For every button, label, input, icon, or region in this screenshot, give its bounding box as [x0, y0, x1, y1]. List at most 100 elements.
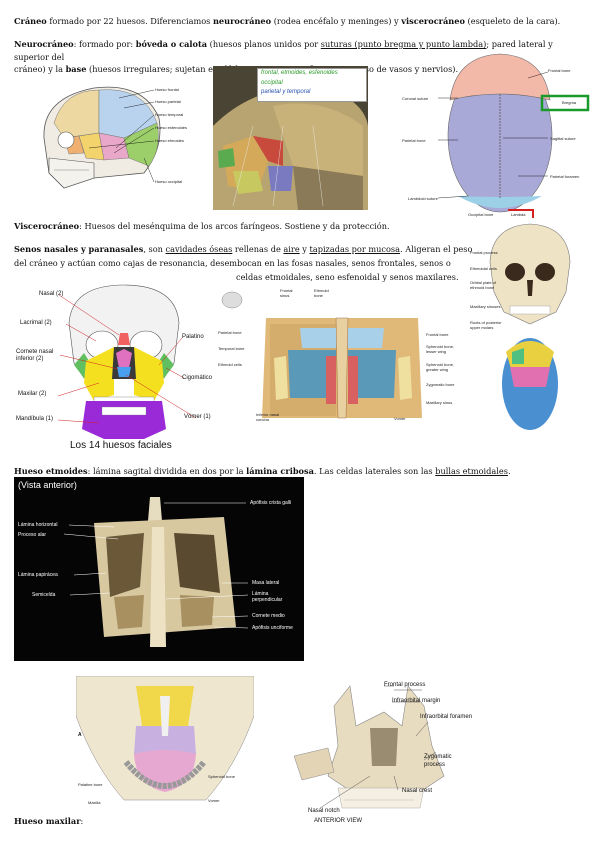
label-bregma: Bregma	[562, 100, 577, 105]
ethmoid-photo-figure: (Vista anterior) Apófisis crista galli L…	[14, 477, 304, 661]
term-craneo: Cráneo	[14, 16, 47, 26]
label-cornete: Cornete nasal inferior (2)	[16, 349, 54, 362]
text: : lámina sagital dividida en dos por la	[87, 466, 247, 476]
label-nasal-notch: Nasal notch	[308, 808, 340, 814]
label-temporal-bone: Temporal bone	[218, 346, 245, 351]
label-occipital: Hueso occipital	[155, 179, 183, 184]
etmoides-paragraph: Hueso etmoides: lámina sagital dividida …	[14, 465, 584, 478]
text: formado por 22 huesos. Diferenciamos	[46, 16, 213, 26]
underlined-text: bullas etmoidales	[435, 466, 508, 476]
text: :	[80, 816, 84, 826]
sinus-skull-illustration	[489, 223, 571, 430]
label-sphenoid-lesser: Sphenoid bone, lesser wing	[426, 344, 455, 354]
label-lambdoid-suture: Lambdoid suture	[408, 196, 438, 201]
label-orbital-plate: Orbital plate of ethmoid bone	[470, 280, 497, 290]
palate-illustration	[76, 676, 254, 801]
sinus-skull-figures: Frontal process Ethmoidal cells Orbital …	[470, 222, 590, 434]
senos-line-3: celdas etmoidales, seno esfenoidal y sen…	[236, 272, 459, 282]
text: (rodea encéfalo y meninges) y	[271, 16, 402, 26]
lambda-highlight-box	[508, 209, 534, 218]
label-sphenoid-greater: Sphenoid bone, greater wing	[426, 362, 455, 372]
bregma-highlight-box	[540, 94, 590, 112]
label-zygomatic-process: Zygomatic process	[424, 754, 452, 768]
label-maxillary-sinuses: Maxillary sinuses	[470, 304, 501, 309]
term: Hueso etmoides	[14, 466, 88, 476]
text: cráneo) y la	[14, 64, 66, 74]
viscerocraneo-paragraph: Viscerocráneo: Huesos del mesénquima de …	[14, 220, 584, 233]
label-zygomatic-bone: Zygomatic bone	[426, 382, 455, 387]
label-masa-lateral: Masa lateral	[252, 580, 280, 586]
label-vomer: Vomer	[208, 798, 220, 803]
label-frontal: Hueso frontal	[155, 87, 179, 92]
label-frontal-process: Frontal process	[470, 250, 498, 255]
label-frontal-bone: Frontal bone	[548, 68, 571, 73]
label-semicelda: Semicelda	[32, 592, 56, 598]
facial-bones-illustration	[57, 284, 197, 439]
skull-top-figure: Frontal bone Coronal suture Bregma Parie…	[398, 48, 593, 220]
text: : Huesos del mesénquima de los arcos far…	[79, 221, 390, 231]
term: lámina cribosa	[246, 466, 314, 476]
sinuses-coronal-figure: Frontal sinus Ethmoid bone Parietal bone…	[218, 288, 468, 428]
label-etmoides: Hueso etmoides	[155, 138, 184, 143]
label-frontal-sinus: Frontal sinus	[280, 288, 293, 298]
senos-paragraph: Senos nasales y paranasales, son cavidad…	[14, 243, 474, 256]
label-lamina-horizontal: Lámina horizontal	[18, 522, 58, 528]
label-lamina-perpendicular: Lámina perpendicular	[252, 591, 283, 603]
label-ethmoid-bone: Ethmoid bone	[314, 288, 329, 298]
label-frontal-bone: Frontal bone	[426, 332, 449, 337]
term: Viscerocráneo	[14, 221, 80, 231]
label-molar-roots: Roots of posterior upper molars	[470, 320, 502, 330]
figure-letter-a: A	[78, 732, 82, 738]
label-parietal-bone: Parietal bone	[218, 330, 242, 335]
label-esfenoides: Hueso esfenoides	[155, 125, 188, 130]
label-cornete-medio: Cornete medio	[252, 613, 285, 619]
sinuses-coronal-illustration	[221, 291, 422, 419]
maxilla-caption: ANTERIOR VIEW	[314, 818, 363, 824]
intro-paragraph: Cráneo formado por 22 huesos. Diferencia…	[14, 15, 584, 28]
ethmoid-photo-title: (Vista anterior)	[18, 480, 77, 490]
text: : formado por:	[73, 39, 136, 49]
label-maxilla: Maxilla	[88, 800, 101, 805]
text: .	[507, 466, 511, 476]
text: (huesos planos unidos por	[207, 39, 321, 49]
text: y	[299, 244, 310, 254]
term: bóveda o calota	[135, 39, 208, 49]
label-infraorbital-foramen: Infraorbital foramen	[420, 714, 473, 720]
label-coronal-suture: Coronal suture	[402, 96, 429, 101]
label-frontal-process: Frontal process	[384, 682, 426, 688]
term: Hueso maxilar	[14, 816, 81, 826]
label-mandibula: Mandíbula (1)	[16, 416, 54, 422]
label-maxilar: Maxilar (2)	[18, 391, 47, 397]
label-cigomatico: Cigomático	[182, 375, 213, 381]
term: base	[65, 64, 87, 74]
text: ; pared lateral y superior del	[14, 39, 553, 62]
facial-bones-caption: Los 14 huesos faciales	[70, 440, 172, 451]
label-lacrimal: Lacrimal (2)	[20, 320, 52, 326]
text: . Las celdas laterales son las	[313, 466, 436, 476]
label-infraorbital-margin: Infraorbital margin	[392, 698, 441, 704]
label-parietal: Hueso parietal	[155, 99, 181, 104]
label-lambda: Lambda	[511, 212, 526, 217]
handwritten-note-box	[257, 68, 367, 102]
skull-top-illustration	[437, 53, 590, 218]
underlined-text: suturas (punto bregma y punto lambda)	[320, 39, 487, 49]
palate-figure: A Palatine bone Maxilla Sphenoid bone Vo…	[76, 676, 254, 810]
label-nasal-crest: Nasal crest	[402, 788, 433, 794]
label-occipital-bone: Occipital bone	[468, 212, 494, 217]
skull-base-figure: frontal, etmoides, esfenoides occipital …	[213, 66, 368, 210]
senos-line-2: del cráneo y actúan como cajas de resona…	[14, 258, 451, 268]
label-palatino: Palatino	[182, 334, 204, 340]
label-parietal-bone: Parietal bone	[402, 138, 426, 143]
note-line-2: occipital	[261, 80, 283, 86]
skull-lateral-figure: Hueso frontal Hueso parietal Hueso tempo…	[24, 78, 209, 196]
label-inferior-concha: Inferior nasal concha	[256, 412, 280, 422]
text: (esqueleto de la cara).	[464, 16, 561, 26]
note-line-3: parietal y temporal	[261, 89, 311, 95]
label-vomer: Vomer	[394, 416, 406, 421]
label-crista-galli: Apófisis crista galli	[250, 500, 292, 506]
ethmoid-photo-illustration	[14, 477, 304, 661]
label-apofisis-unciforme: Apófisis unciforme	[252, 625, 293, 631]
skull-lateral-illustration	[43, 86, 161, 189]
note-line-1: frontal, etmoides, esfenoides	[261, 70, 338, 76]
text: , son	[143, 244, 166, 254]
